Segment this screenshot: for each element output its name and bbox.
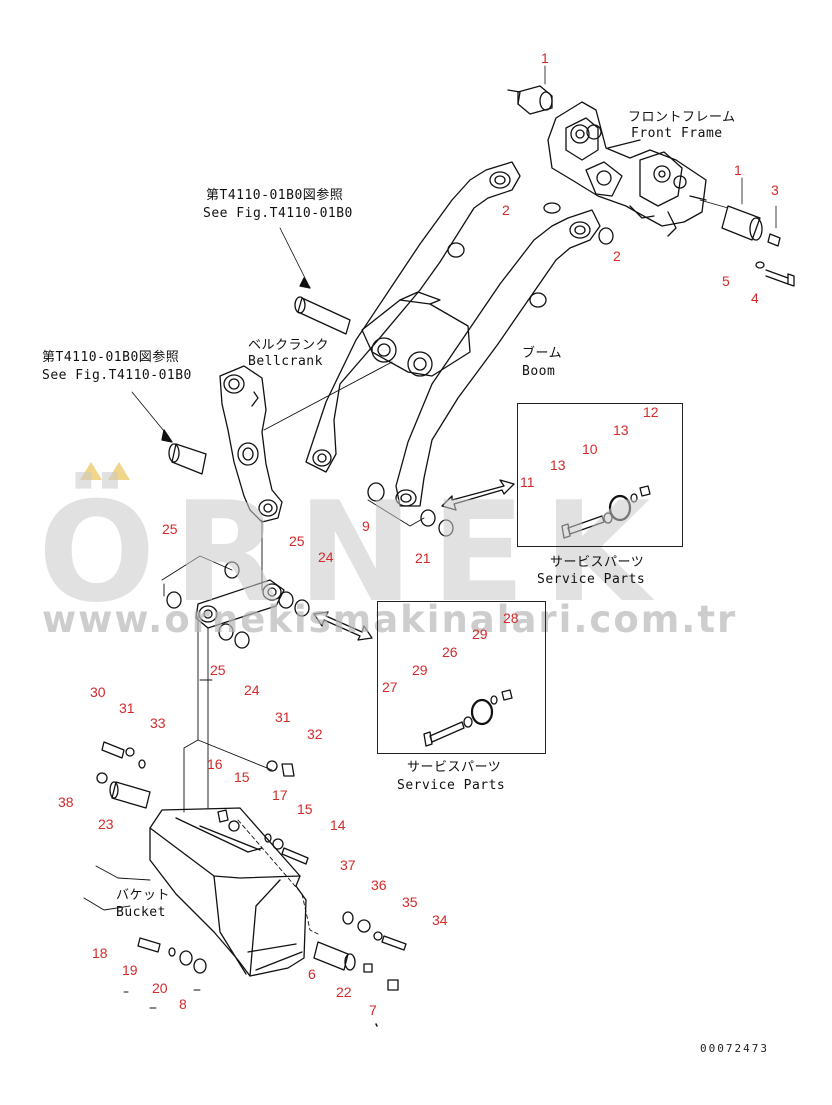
boom-end-washers <box>367 482 454 537</box>
bucket-drawing <box>83 615 319 977</box>
callout-number: 20 <box>152 980 168 996</box>
ref1-label-en: See Fig.T4110-01B0 <box>203 206 353 221</box>
bellcrank-label-jp: ベルクランク <box>248 338 330 353</box>
watermark-accent-icon <box>108 462 130 480</box>
bellcrank-drawing <box>131 361 393 591</box>
callout-number: 13 <box>550 457 566 473</box>
callout-number: 2 <box>502 202 510 218</box>
service-parts-2-label-en: Service Parts <box>397 778 506 793</box>
callout-number: 10 <box>582 441 598 457</box>
callout-number: 26 <box>442 644 458 660</box>
bellcrank-label-en: Bellcrank <box>248 354 323 369</box>
callout-number: 8 <box>179 996 187 1012</box>
double-arrow-2 <box>313 611 373 641</box>
callout-number: 37 <box>340 857 356 873</box>
ref2-label-jp: 第T4110-01B0図参照 <box>42 350 180 365</box>
callout-number: 6 <box>308 966 316 982</box>
service-parts-box-2 <box>377 601 546 754</box>
service-parts-1-label-jp: サービスパーツ <box>550 555 645 570</box>
callout-number: 15 <box>297 801 313 817</box>
callout-number: 16 <box>207 756 223 772</box>
callout-number: 30 <box>90 684 106 700</box>
watermark-accent-icon <box>80 462 102 480</box>
callout-number: 1 <box>541 50 549 66</box>
callout-number: 21 <box>415 550 431 566</box>
callout-number: 32 <box>307 726 323 742</box>
washer-2-right <box>598 227 614 245</box>
front-frame-label-jp: フロントフレーム <box>628 110 736 125</box>
callout-number: 1 <box>734 162 742 178</box>
service-parts-2-label-jp: サービスパーツ <box>407 760 502 775</box>
pin-1-right <box>699 177 763 241</box>
boom-drawing <box>279 161 601 507</box>
callout-number: 36 <box>371 877 387 893</box>
bucket-label-en: Bucket <box>116 905 166 920</box>
callout-number: 4 <box>751 290 759 306</box>
callout-number: 29 <box>412 662 428 678</box>
callout-number: 9 <box>362 518 370 534</box>
service-parts-2-drawing <box>423 689 513 747</box>
watermark-url: www.ornekismakinalari.com.tr <box>42 598 738 641</box>
boom-label-jp: ブーム <box>522 346 563 361</box>
callout-number: 15 <box>234 769 250 785</box>
callout-number: 31 <box>275 709 291 725</box>
callout-number: 34 <box>432 912 448 928</box>
callout-number: 13 <box>613 422 629 438</box>
callout-number: 19 <box>122 962 138 978</box>
callout-number: 14 <box>330 817 346 833</box>
callout-number: 18 <box>92 945 108 961</box>
small-parts-3-4-5 <box>755 205 795 287</box>
double-arrow-1 <box>441 479 515 511</box>
callout-number: 28 <box>503 610 519 626</box>
bucket-label-jp: バケット <box>116 888 171 903</box>
callout-number: 7 <box>369 1002 377 1018</box>
callout-number: 11 <box>520 474 535 490</box>
callout-number: 2 <box>613 248 621 264</box>
callout-number: 12 <box>643 404 659 420</box>
callout-number: 33 <box>150 715 166 731</box>
link-drawing <box>161 555 310 649</box>
bucket-small-parts <box>96 741 407 1027</box>
pin-1-top <box>507 65 553 115</box>
front-frame-label-en: Front Frame <box>631 126 723 141</box>
service-parts-1-label-en: Service Parts <box>537 572 646 587</box>
callout-number: 31 <box>119 700 135 716</box>
service-parts-1-drawing <box>561 485 651 539</box>
callout-number: 38 <box>58 794 74 810</box>
service-parts-box-1 <box>517 403 683 547</box>
callout-number: 17 <box>272 787 288 803</box>
front-frame-drawing <box>547 101 707 237</box>
callout-number: 3 <box>771 182 779 198</box>
callout-number: 25 <box>289 533 305 549</box>
washer-2-left <box>543 202 561 214</box>
boom-label-en: Boom <box>522 364 556 379</box>
document-number: 00072473 <box>700 1042 769 1055</box>
callout-number: 27 <box>382 679 398 695</box>
ref2-label-en: See Fig.T4110-01B0 <box>42 368 192 383</box>
ref1-label-jp: 第T4110-01B0図参照 <box>206 188 344 203</box>
callout-number: 29 <box>472 626 488 642</box>
callout-number: 24 <box>244 682 260 698</box>
callout-number: 25 <box>210 662 226 678</box>
callout-number: 23 <box>98 816 114 832</box>
watermark-brand: ÖRNEK <box>38 472 669 633</box>
callout-number: 35 <box>402 894 418 910</box>
callout-number: 24 <box>318 549 334 565</box>
callout-number: 25 <box>162 521 178 537</box>
callout-number: 5 <box>722 273 730 289</box>
callout-number: 22 <box>336 984 352 1000</box>
